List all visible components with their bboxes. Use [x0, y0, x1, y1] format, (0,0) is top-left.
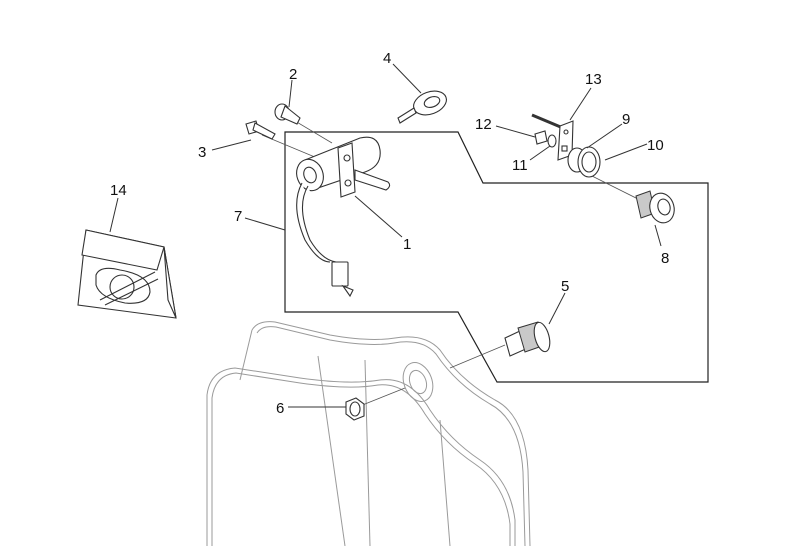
part-ignition-switch[interactable]	[292, 136, 391, 298]
label-part-11: 11	[512, 157, 528, 174]
leader-10	[604, 143, 648, 161]
label-part-9: 9	[622, 111, 630, 128]
leader-5	[548, 292, 566, 325]
label-part-5: 5	[561, 278, 569, 295]
part-flange-bolt[interactable]	[245, 120, 276, 140]
leader-14	[109, 197, 119, 233]
part-lock-cylinder-cap[interactable]	[635, 190, 677, 225]
leader-13	[569, 87, 592, 121]
label-part-2: 2	[289, 66, 297, 83]
leader-8	[654, 224, 662, 247]
part-lock-cylinder[interactable]	[504, 321, 553, 357]
label-part-1: 1	[403, 236, 411, 253]
label-part-12: 12	[475, 116, 492, 133]
leader-7	[244, 217, 286, 231]
leader-lines	[109, 63, 662, 408]
part-washer[interactable]	[547, 134, 557, 148]
label-part-7: 7	[234, 208, 242, 225]
part-socket-screw[interactable]	[274, 103, 301, 125]
label-part-4: 4	[383, 50, 391, 67]
body-panel	[206, 321, 531, 546]
part-hex-nut[interactable]	[345, 397, 365, 421]
part-screw-12[interactable]	[534, 130, 548, 145]
label-part-10: 10	[647, 137, 664, 154]
leader-1	[354, 195, 403, 238]
label-part-8: 8	[661, 250, 669, 267]
label-part-6: 6	[276, 400, 284, 417]
leader-2	[288, 79, 293, 108]
part-kit-bag[interactable]	[77, 229, 177, 319]
part-labels: 1 2 3 4 5 6 7 8 9 10 11 12 13 14	[110, 50, 669, 417]
leader-12	[495, 125, 536, 138]
leader-3	[211, 139, 252, 151]
part-key[interactable]	[397, 87, 450, 124]
leader-9	[586, 123, 623, 149]
assembly-group-outline	[284, 131, 709, 383]
part-ring[interactable]	[577, 146, 601, 178]
leader-4	[392, 63, 422, 94]
label-part-14: 14	[110, 182, 127, 199]
label-part-3: 3	[198, 144, 206, 161]
leader-11	[529, 145, 551, 161]
label-part-13: 13	[585, 71, 602, 88]
